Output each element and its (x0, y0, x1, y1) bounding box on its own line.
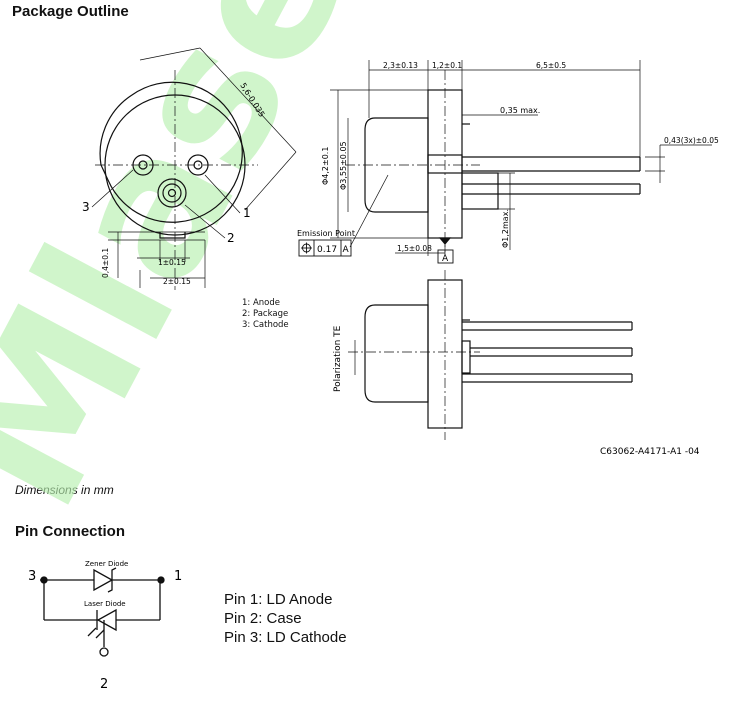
side-view-bottom (348, 270, 633, 440)
pin-list-item: Pin 2: Case (224, 610, 302, 627)
front-pin-1-label: 1 (243, 206, 251, 220)
datum-ref: A (343, 245, 350, 255)
dim-15-label: 1,5±0.08 (397, 244, 432, 253)
laser-diode-label: Laser Diode (84, 600, 126, 608)
dim-phi42-label: Φ4,2±0.1 (321, 147, 330, 185)
schematic-pin-2: 2 (100, 677, 108, 692)
dim-2-label: 2±0.15 (163, 277, 191, 286)
pin-legend-item: 2: Package (242, 309, 289, 319)
dim-phi12-label: Φ1,2max. (501, 209, 510, 248)
front-pin-2-label: 2 (227, 231, 235, 245)
drawing-number: C63062-A4171-A1 -04 (600, 447, 700, 457)
zener-diode-label: Zener Diode (85, 560, 128, 568)
datum-flag: A (442, 254, 449, 264)
dim-04-label: 0,4±0.1 (101, 248, 110, 278)
dim-12-label: 1,2±0.1 (432, 61, 462, 70)
dimensions-note: Dimensions in mm (15, 483, 114, 497)
pin-list: Pin 1: LD Anode Pin 2: Case Pin 3: LD Ca… (224, 590, 347, 647)
dim-23-label: 2,3±0.13 (383, 61, 418, 70)
polarization-label: Polarization TE (333, 325, 343, 392)
pin-connection-heading: Pin Connection (15, 523, 125, 540)
dim-phi355-label: Φ3,55±0.05 (339, 141, 348, 190)
front-pin-3-label: 3 (82, 200, 90, 214)
package-outline-heading: Package Outline (12, 3, 129, 20)
emission-point-label: Emission Point (297, 229, 355, 238)
dim-043-label: 0,43(3x)±0.05 (664, 136, 719, 145)
dim-035-label: 0,35 max. (500, 106, 540, 115)
watermark: Mlaser (0, 0, 437, 541)
dim-65-label: 6,5±0.5 (536, 61, 566, 70)
pin-schematic (40, 567, 165, 657)
tolerance-value: 0.17 (317, 245, 337, 255)
pin-legend-item: 1: Anode (242, 298, 281, 308)
pin-list-item: Pin 1: LD Anode (224, 591, 333, 608)
front-view (91, 47, 297, 290)
pin-list-item: Pin 3: LD Cathode (224, 629, 347, 646)
dim-1-label: 1±0.15 (158, 258, 186, 267)
pin-legend-item: 3: Cathode (242, 320, 289, 330)
pin-legend: 1: Anode 2: Package 3: Cathode (242, 298, 289, 331)
schematic-pin-1: 1 (174, 569, 182, 584)
side-view-top (298, 60, 712, 264)
schematic-pin-3: 3 (28, 569, 36, 584)
